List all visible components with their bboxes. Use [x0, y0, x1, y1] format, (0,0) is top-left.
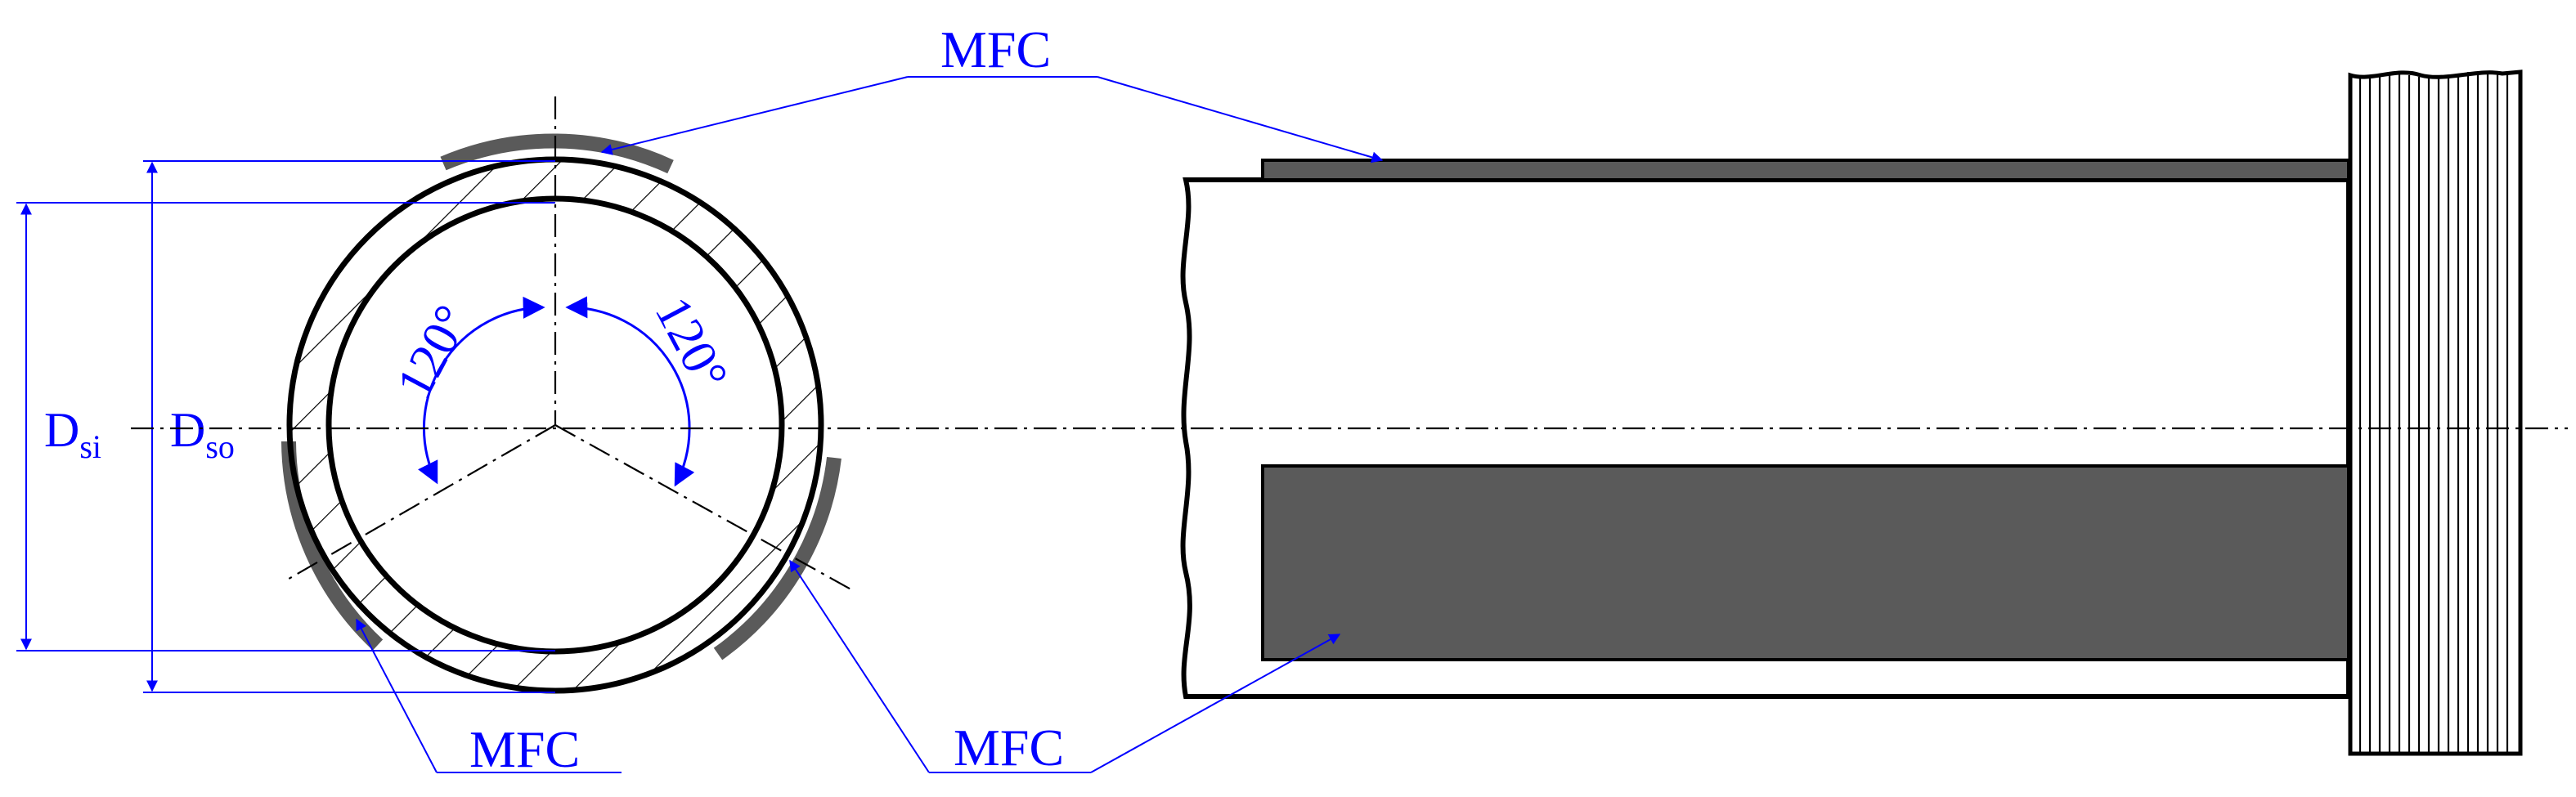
clamp-support	[2348, 69, 2523, 756]
mfc-label-bottom-left: MFC	[469, 720, 580, 778]
dso-label-sub: so	[205, 428, 235, 465]
angle-arc-left	[418, 296, 545, 485]
mfc-label-bottom-right: MFC	[954, 719, 1064, 777]
dso-label: Dso	[170, 403, 235, 465]
tube-outer-circle	[286, 156, 824, 694]
mfc-label-top: MFC	[940, 20, 1051, 78]
clamp-block	[2348, 69, 2523, 756]
dsi-label-sub: si	[79, 428, 101, 465]
angle-arc-right	[565, 296, 695, 487]
mfc-patch-side	[1261, 464, 2350, 661]
leader-top-to-cross	[600, 76, 909, 155]
dso-label-main: D	[170, 403, 205, 457]
leader-bottom-right-to-side	[1090, 634, 1341, 773]
leader-bottom-right-to-cross	[789, 559, 930, 773]
mfc-patch-top	[440, 133, 674, 174]
angle-arcs	[418, 296, 695, 487]
side-view	[1180, 69, 2523, 756]
clamp-hatching	[2358, 72, 2509, 752]
mfc-leaders	[356, 76, 1384, 773]
cross-section: 120° 120° Dsi Dso	[16, 96, 856, 694]
dsi-label-main: D	[44, 403, 79, 457]
dimension-lines	[16, 160, 555, 693]
mfc-strip-top	[1261, 159, 2350, 181]
leader-top-to-side	[1097, 76, 1384, 163]
leader-bottom-left-to-patch	[356, 618, 438, 773]
dsi-label: Dsi	[44, 403, 101, 465]
